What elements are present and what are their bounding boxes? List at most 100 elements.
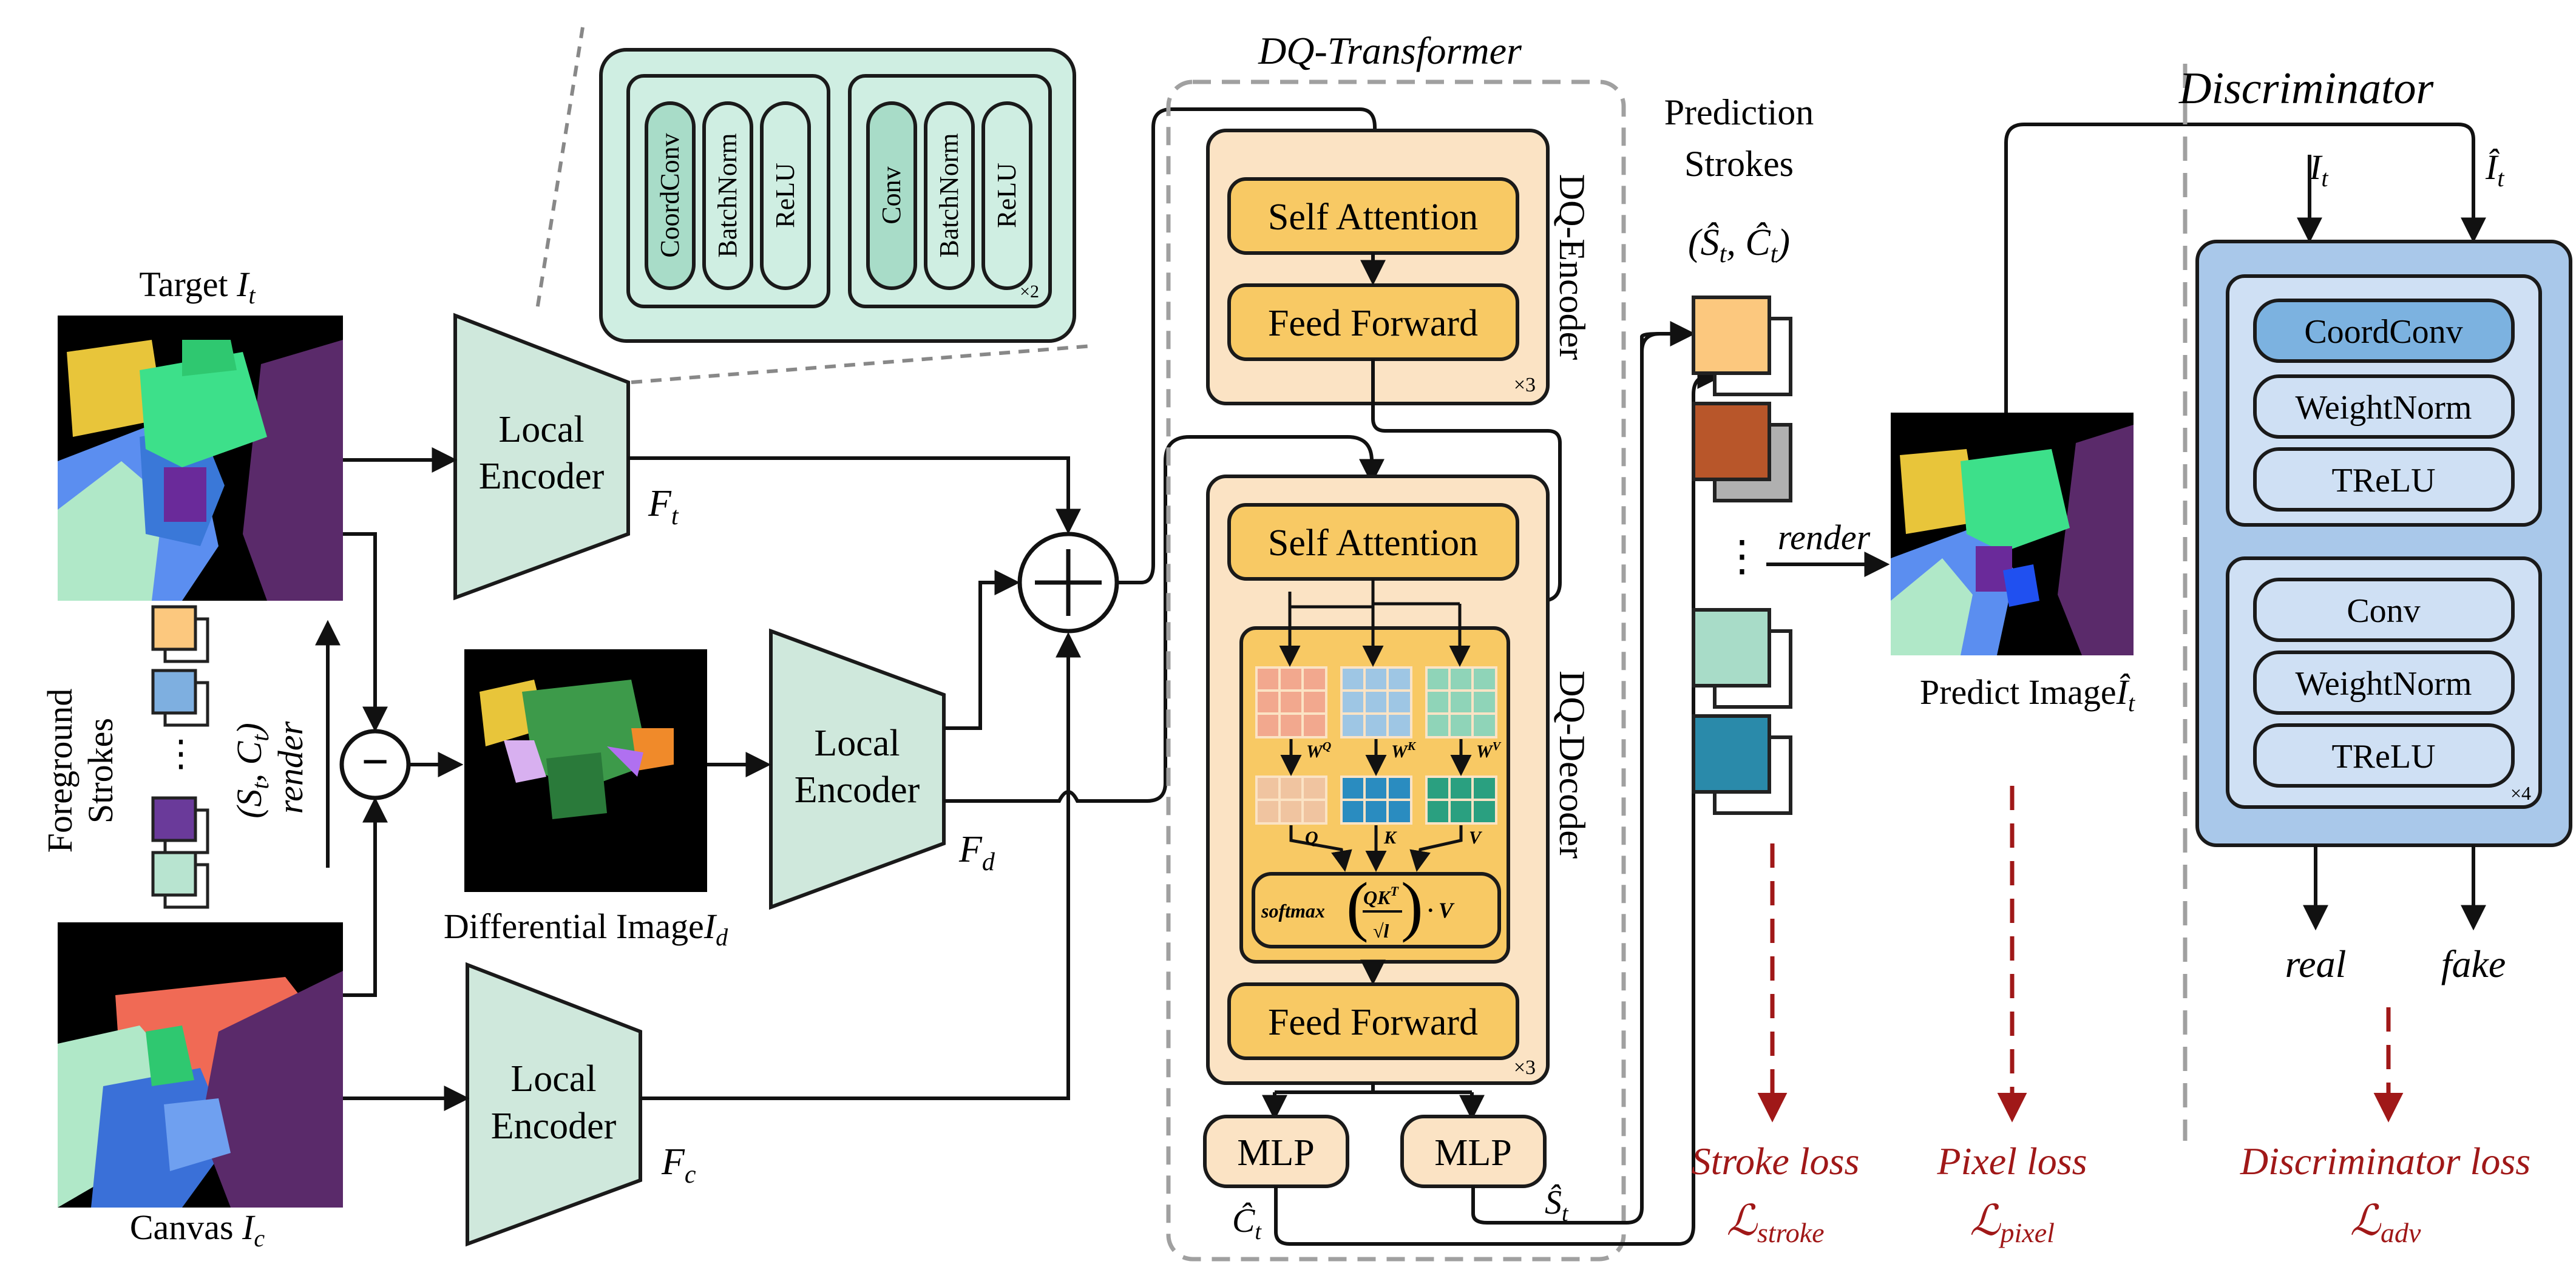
feature-fc: Fc <box>661 1141 696 1189</box>
svg-text:Local: Local <box>510 1058 596 1100</box>
disc-weightnorm-2: WeightNorm <box>2296 665 2472 703</box>
differential-image <box>464 649 707 892</box>
mlp-out-s: Ŝt <box>1545 1183 1569 1226</box>
softmax-denominator: √l <box>1373 920 1389 942</box>
foreground-render-label: render <box>271 721 310 814</box>
fc-to-plus <box>640 632 1081 1100</box>
differential-title: Differential ImageId <box>444 907 728 951</box>
encoder-repeat: ×3 <box>1514 374 1536 396</box>
wk-label: WK <box>1391 740 1417 762</box>
disc-trelu-2: TReLU <box>2331 738 2435 775</box>
predict-image-title: Predict ImageÎt <box>1920 672 2135 717</box>
inset-conv: Conv <box>876 166 906 224</box>
inset-callout-top <box>535 27 585 310</box>
mlp-left: MLP <box>1203 1115 1349 1188</box>
decoder-repeat: ×3 <box>1514 1056 1536 1079</box>
svg-text:Encoder: Encoder <box>491 1106 617 1147</box>
minus-operator: − <box>339 729 411 800</box>
stroke-loss-symbol: ℒstroke <box>1726 1198 1824 1248</box>
wk-grid <box>1340 666 1412 738</box>
disc-repeat: ×4 <box>2510 782 2531 804</box>
inset-batchnorm-2: BatchNorm <box>934 133 964 257</box>
local-encoder-middle: Local Encoder <box>769 628 946 910</box>
local-encoder-top: Local Encoder <box>453 313 630 601</box>
canvas-to-minus <box>343 797 388 997</box>
disc-output-fake: fake <box>2441 942 2506 985</box>
prediction-title-2: Strokes <box>1684 144 1794 184</box>
mlp-out-c: Ĉt <box>1232 1202 1262 1245</box>
svg-text:Strokes: Strokes <box>81 718 120 823</box>
plus-to-encoder <box>1117 107 1388 584</box>
encoder-feed-forward: Feed Forward <box>1268 303 1478 344</box>
wq-grid <box>1255 666 1327 738</box>
inset-repeat: ×2 <box>1020 282 1039 302</box>
v-grid <box>1425 775 1497 825</box>
prediction-ellipsis: ⋮ <box>1721 533 1763 580</box>
svg-text:Encoder: Encoder <box>479 456 605 497</box>
disc-input-real: It <box>2309 147 2328 192</box>
inset-batchnorm-1: BatchNorm <box>713 133 742 257</box>
ff-to-mlps <box>1273 1083 1474 1110</box>
svg-text:(: ( <box>1346 869 1369 943</box>
disc-input-fake: Ît <box>2485 147 2504 192</box>
k-grid <box>1340 775 1412 825</box>
q-grid <box>1255 775 1327 825</box>
prediction-tuple: (Ŝt, Ĉt) <box>1688 222 1790 268</box>
plus-operator <box>1017 532 1119 634</box>
disc-loss-symbol: ℒadv <box>2350 1198 2421 1248</box>
feature-fd: Fd <box>958 829 995 876</box>
feature-ft: Ft <box>648 483 679 530</box>
dq-transformer-frame <box>1166 79 1626 1262</box>
fd-to-decoder <box>944 435 1385 803</box>
foreground-stroke-stack: ⋮ <box>151 605 209 909</box>
q-label: Q <box>1305 828 1318 848</box>
disc-loss-name: Discriminator loss <box>2240 1140 2530 1183</box>
inset-relu-1: ReLU <box>770 163 800 228</box>
svg-text:Local: Local <box>814 723 900 764</box>
dq-decoder-block: Self Attention <box>1206 475 1550 1085</box>
pixel-loss-name: Pixel loss <box>1936 1140 2087 1183</box>
local-encoder-bottom: Local Encoder <box>466 962 642 1247</box>
svg-text:−: − <box>361 735 389 789</box>
prediction-title-1: Prediction <box>1664 92 1814 132</box>
svg-text:MLP: MLP <box>1237 1132 1314 1174</box>
predicted-to-discriminator <box>2004 123 2486 413</box>
canvas-title: Canvas Ic <box>130 1208 265 1252</box>
c-to-strokes <box>1274 363 1723 1246</box>
wv-label: WV <box>1476 740 1502 762</box>
disc-coordconv: CoordConv <box>2304 313 2462 351</box>
wq-label: WQ <box>1306 740 1331 762</box>
inset-relu-2: ReLU <box>992 163 1022 228</box>
discriminator-block: CoordConv WeightNorm TReLU Conv WeightNo… <box>2195 240 2572 847</box>
svg-text:Encoder: Encoder <box>795 769 920 811</box>
decoder-feed-forward: Feed Forward <box>1268 1002 1478 1043</box>
prediction-render-label: render <box>1778 518 1871 557</box>
foreground-tuple: (St, Ct) <box>229 723 274 819</box>
svg-text:Local: Local <box>498 409 584 450</box>
encoder-to-decoder <box>1371 359 1562 649</box>
target-image <box>58 316 343 601</box>
k-label: K <box>1383 828 1397 848</box>
fd-to-plus <box>944 570 1020 730</box>
predicted-image <box>1891 413 2134 655</box>
decoder-self-attention: Self Attention <box>1268 522 1478 564</box>
dq-decoder-label: DQ-Decoder <box>1552 671 1592 859</box>
foreground-ellipsis: ⋮ <box>163 734 199 774</box>
v-label: V <box>1469 828 1483 848</box>
mlp-right: MLP <box>1400 1115 1547 1188</box>
inset-callout-bottom <box>631 344 1093 384</box>
svg-text:MLP: MLP <box>1434 1132 1511 1174</box>
disc-weightnorm-1: WeightNorm <box>2296 389 2472 427</box>
foreground-label: Foreground Strokes <box>40 689 120 853</box>
stroke-loss-name: Stroke loss <box>1692 1140 1860 1183</box>
disc-trelu-1: TReLU <box>2331 462 2435 499</box>
softmax-numerator: QKT <box>1363 884 1399 908</box>
pixel-loss-symbol: ℒpixel <box>1970 1198 2055 1248</box>
svg-text:): ) <box>1401 869 1423 943</box>
disc-conv: Conv <box>2347 592 2420 630</box>
target-title: Target It <box>139 265 256 309</box>
svg-text:Foreground: Foreground <box>40 689 80 853</box>
encoder-self-attention: Self Attention <box>1268 197 1478 238</box>
disc-output-real: real <box>2285 942 2347 985</box>
